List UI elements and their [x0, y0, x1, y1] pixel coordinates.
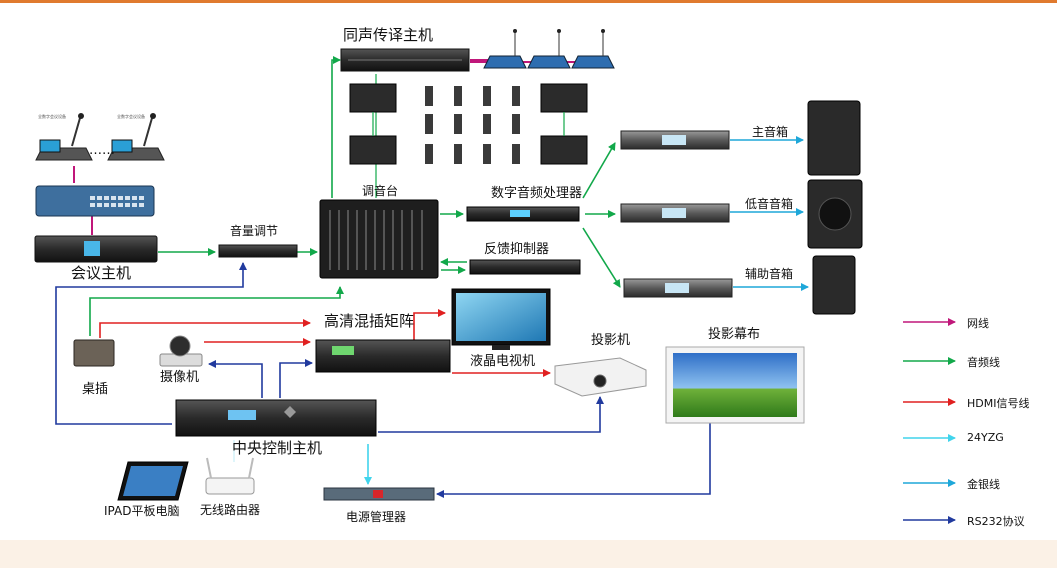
rs232-line-control-to-matrix: [279, 359, 313, 398]
main-speaker: [807, 100, 861, 176]
ptz-camera: [159, 335, 203, 367]
hdmi-line-desk-to-matrix: [99, 319, 311, 338]
central-control-display: [228, 410, 256, 420]
mic-unit-2-caption: 全数字会议设备: [117, 114, 145, 119]
volume-control-unit: [218, 244, 298, 258]
hdmi-line-matrix-to-tv: [413, 309, 446, 340]
central-control-dpad-icon: [284, 406, 296, 418]
projection-screen-image: [673, 353, 797, 417]
network-switch: [35, 185, 155, 217]
desk-socket: [73, 339, 115, 367]
interpreter-unit-3: [571, 29, 615, 69]
rs232-line-control-to-volume: [55, 262, 247, 425]
amplifier-main-display: [662, 135, 686, 145]
audio-line-dsp-to-aux: [582, 227, 621, 288]
feedback-suppressor-label: 反馈抑制器: [484, 242, 550, 257]
mixer-console: [319, 199, 439, 279]
legend-label-rs232: RS232协议: [967, 515, 1025, 528]
conference-mic-unit-1: [35, 113, 93, 161]
mixer-label: 调音台: [362, 184, 399, 198]
lcd-tv-stand: [492, 345, 510, 350]
rs232-line-control-to-camera: [208, 360, 263, 398]
legend-label-audio: 音频线: [967, 356, 1000, 369]
interpreter-unit-1: [483, 29, 527, 69]
wifi-router-label: 无线路由器: [200, 503, 261, 517]
dsp-label: 数字音频处理器: [491, 186, 583, 201]
interpreter-unit-2: [527, 29, 571, 69]
aux-speaker: [812, 255, 856, 315]
ipad-tablet: [117, 461, 189, 501]
legend-label-goldsilver: 金银线: [967, 478, 1000, 491]
central-control-unit: [175, 399, 377, 437]
legend-label-hdmi: HDMI信号线: [967, 397, 1030, 410]
aux-speaker-label: 辅助音箱: [745, 267, 794, 281]
amplifier-sub-display: [662, 208, 686, 218]
legend-label-24yzg: 24YZG: [967, 431, 1004, 444]
bottom-band: [0, 540, 1057, 568]
projector-lens: [593, 374, 607, 388]
desk-socket-label: 桌插: [82, 382, 109, 397]
conference-host-display: [84, 241, 100, 256]
projector-label: 投影机: [591, 333, 631, 348]
lcd-tv-label: 液晶电视机: [470, 354, 536, 369]
conference-host-label: 会议主机: [71, 264, 132, 282]
main-speaker-label: 主音箱: [752, 125, 789, 139]
central-control-label: 中央控制主机: [232, 439, 323, 457]
audio-line-mixer-to-interpreter: [331, 56, 341, 198]
ipad-label: IPAD平板电脑: [104, 504, 180, 518]
volume-control-label: 音量调节: [230, 224, 279, 238]
ir-radiator-group: [349, 83, 588, 165]
dsp-display: [510, 210, 530, 217]
camera-label: 摄像机: [160, 370, 200, 385]
rs232-line-screen-to-power: [436, 423, 711, 498]
projection-screen-label: 投影幕布: [708, 327, 761, 342]
rs232-line-control-to-projector: [378, 396, 604, 433]
audio-line-desk-to-mixer: [89, 286, 344, 336]
mixer-faders: [329, 210, 423, 270]
legend-label-network: 网线: [967, 317, 989, 330]
conference-mic-unit-2: [107, 113, 165, 161]
network-switch-ports: [90, 196, 144, 207]
mic-units-ellipsis: ……: [89, 143, 115, 158]
interpreter-host-label: 同声传译主机: [343, 26, 434, 44]
sub-speaker-label: 低音音箱: [745, 197, 794, 211]
wireless-router: [205, 457, 255, 495]
power-manager-label: 电源管理器: [346, 510, 407, 524]
lcd-tv-screen: [456, 293, 546, 341]
hd-matrix-unit: [315, 339, 451, 373]
sub-speaker-cone: [818, 197, 852, 231]
hd-matrix-display: [332, 346, 354, 355]
amplifier-aux-display: [665, 283, 689, 293]
feedback-suppressor-unit: [469, 259, 581, 275]
top-accent-bar: [0, 0, 1057, 3]
power-manager-indicator: [373, 490, 383, 498]
ir-receiver-group: [425, 86, 520, 164]
audio-line-dsp-to-main: [582, 142, 616, 199]
mic-unit-1-caption: 全数字会议设备: [38, 114, 66, 119]
hd-matrix-label: 高清混插矩阵: [324, 312, 415, 330]
